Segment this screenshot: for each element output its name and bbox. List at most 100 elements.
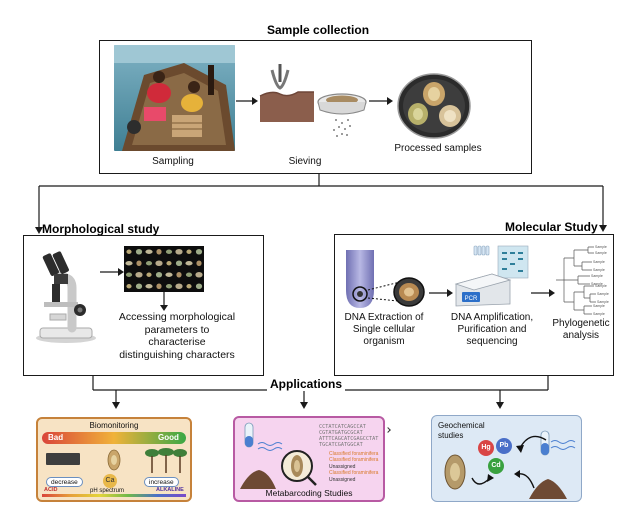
morphological-description-line: parameters to xyxy=(144,323,210,336)
foraminifera-shell-icon xyxy=(107,449,121,471)
cadmium-badge: Cd xyxy=(488,458,504,474)
test-tube-icon xyxy=(540,430,550,456)
morphological-description-line: distinguishing characters xyxy=(119,348,235,361)
mercury-badge: Hg xyxy=(478,440,494,456)
arrow-sieving-processed xyxy=(369,97,393,105)
processed-samples-label: Processed samples xyxy=(394,143,482,154)
specimen-thumbnail xyxy=(145,284,153,289)
classified-entry: Classified foraminifera xyxy=(329,451,379,457)
arrow-pcr-tree xyxy=(531,289,555,297)
specimen-thumbnail xyxy=(175,248,183,255)
tree-leaf-label: Sample xyxy=(597,300,609,304)
dna-amplification-label: DNA Amplification, Purification and sequ… xyxy=(440,312,544,348)
tree-leaf-label: Sample xyxy=(593,260,605,264)
alkaline-label: ALKALINE xyxy=(156,487,184,493)
sequence-line: CCTATCATCAGCCAT xyxy=(319,424,366,430)
sequence-line: TGCATCGATGGCAT xyxy=(319,442,363,448)
cycle-arrows xyxy=(471,435,547,489)
phylogenetic-tree: Sample Sample Sample Sample Sample Sampl… xyxy=(554,244,612,316)
phylogenetic-analysis-line: analysis xyxy=(562,330,600,341)
corner-mark xyxy=(385,427,391,433)
dna-extraction-label: DNA Extraction of Single cellular organi… xyxy=(336,312,432,348)
specimen-thumbnail xyxy=(135,248,143,255)
specimen-thumbnail xyxy=(195,271,203,278)
specimen-thumbnail xyxy=(126,284,132,289)
specimen-thumbnail xyxy=(186,249,192,254)
sampling-photo xyxy=(114,45,235,151)
ph-spectrum-label: pH spectrum xyxy=(90,488,125,494)
specimen-thumbnail xyxy=(175,283,183,290)
sediment-mound-icon xyxy=(240,470,276,489)
tree-leaf-label: Sample xyxy=(595,284,607,288)
specimen-thumbnail xyxy=(155,271,163,278)
specimen-thumbnail xyxy=(145,249,153,254)
specimen-thumbnail xyxy=(135,283,143,290)
magnifier-icon xyxy=(281,450,317,486)
molecular-study-title: Molecular Study xyxy=(505,220,598,234)
specimen-thumbnail xyxy=(195,248,203,255)
specimen-thumbnail xyxy=(156,248,162,255)
ph-gradient-bar xyxy=(42,494,186,497)
decrease-badge: decrease xyxy=(46,477,83,487)
water-waves-icon xyxy=(257,442,283,451)
sequence-line: CGTATGATGCGCAT xyxy=(319,430,363,436)
finger-illustration xyxy=(340,250,380,310)
specimen-thumbnail xyxy=(166,261,172,266)
morphological-description-line: characterise xyxy=(148,336,206,348)
specimen-thumbnail xyxy=(165,272,173,277)
dna-extraction-line: Single cellular xyxy=(352,324,416,335)
specimen-thumbnail xyxy=(186,284,192,289)
specimen-thumbnail xyxy=(185,261,193,266)
dna-extraction-line: organism xyxy=(363,336,405,347)
specimen-thumbnail xyxy=(195,283,203,290)
connector-lines-top xyxy=(35,174,607,234)
dna-amplification-line: DNA Amplification, xyxy=(450,312,534,323)
metabarcoding-card: CCTATCATCAGCCAT CGTATGATGCGCAT ATTTCAGCA… xyxy=(233,416,385,502)
specimen-image-grid xyxy=(124,246,204,292)
zoomed-specimen xyxy=(392,276,426,308)
geochemical-title-line: Geochemical xyxy=(438,421,485,430)
classification-list: Classified foraminifera Classified foram… xyxy=(329,451,378,483)
phylogenetic-analysis-line: Phylogenetic xyxy=(552,318,610,329)
pcr-machine: PCR xyxy=(452,244,532,310)
dna-amplification-line: sequencing xyxy=(466,336,518,347)
geochemical-card: Geochemical studies Hg Pb Cd xyxy=(431,415,582,502)
specimen-thumbnail xyxy=(145,261,153,266)
morphological-study-title: Morphological study xyxy=(42,222,160,236)
tree-leaf-label: Sample xyxy=(595,251,607,255)
dna-extraction-line: DNA Extraction of xyxy=(344,312,424,323)
quality-gradient-bar xyxy=(42,432,186,444)
tree-leaf-label: Sample xyxy=(597,292,609,296)
arrow-microscope-grid xyxy=(100,268,124,276)
water-waves-icon xyxy=(550,440,576,450)
specimen-thumbnail xyxy=(165,284,173,289)
specimen-thumbnail xyxy=(136,260,142,267)
unassigned-entry: Unassigned xyxy=(329,476,356,483)
sample-collection-title: Sample collection xyxy=(267,23,370,37)
tree-leaf-label: Sample xyxy=(591,282,603,286)
dna-amplification-line: Purification and xyxy=(457,324,527,335)
pcr-label: PCR xyxy=(465,296,478,302)
trees-icon xyxy=(145,448,187,473)
tree-leaf-label: Sample xyxy=(593,312,605,316)
geochemical-title-line: studies xyxy=(438,431,464,440)
tree-leaf-label: Sample xyxy=(591,274,603,278)
specimen-thumbnail xyxy=(155,260,163,267)
dna-sequences: CCTATCATCAGCCAT CGTATGATGCGCAT ATTTCAGCA… xyxy=(319,424,378,448)
tree-leaf-label: Sample xyxy=(593,268,605,272)
applications-title: Applications xyxy=(267,377,346,391)
tree-leaf-label: Sample xyxy=(595,245,607,249)
sequence-line: ATTTCAGCATCGAGCCTAT xyxy=(319,436,379,442)
pollution-block xyxy=(46,453,80,465)
calcium-badge: Ca xyxy=(103,474,117,488)
specimen-thumbnail xyxy=(185,272,193,277)
morphological-description: Accessing morphological parameters to ch… xyxy=(104,311,250,361)
phylogenetic-analysis-label: Phylogenetic analysis xyxy=(546,318,616,342)
specimen-thumbnail xyxy=(125,261,133,266)
specimen-thumbnail xyxy=(135,271,143,278)
sediment-mound-icon xyxy=(529,479,567,499)
geochemical-title: Geochemical studies xyxy=(438,421,485,441)
specimen-thumbnail xyxy=(156,283,162,290)
specimen-thumbnail xyxy=(126,249,132,254)
specimen-thumbnail xyxy=(125,272,133,277)
